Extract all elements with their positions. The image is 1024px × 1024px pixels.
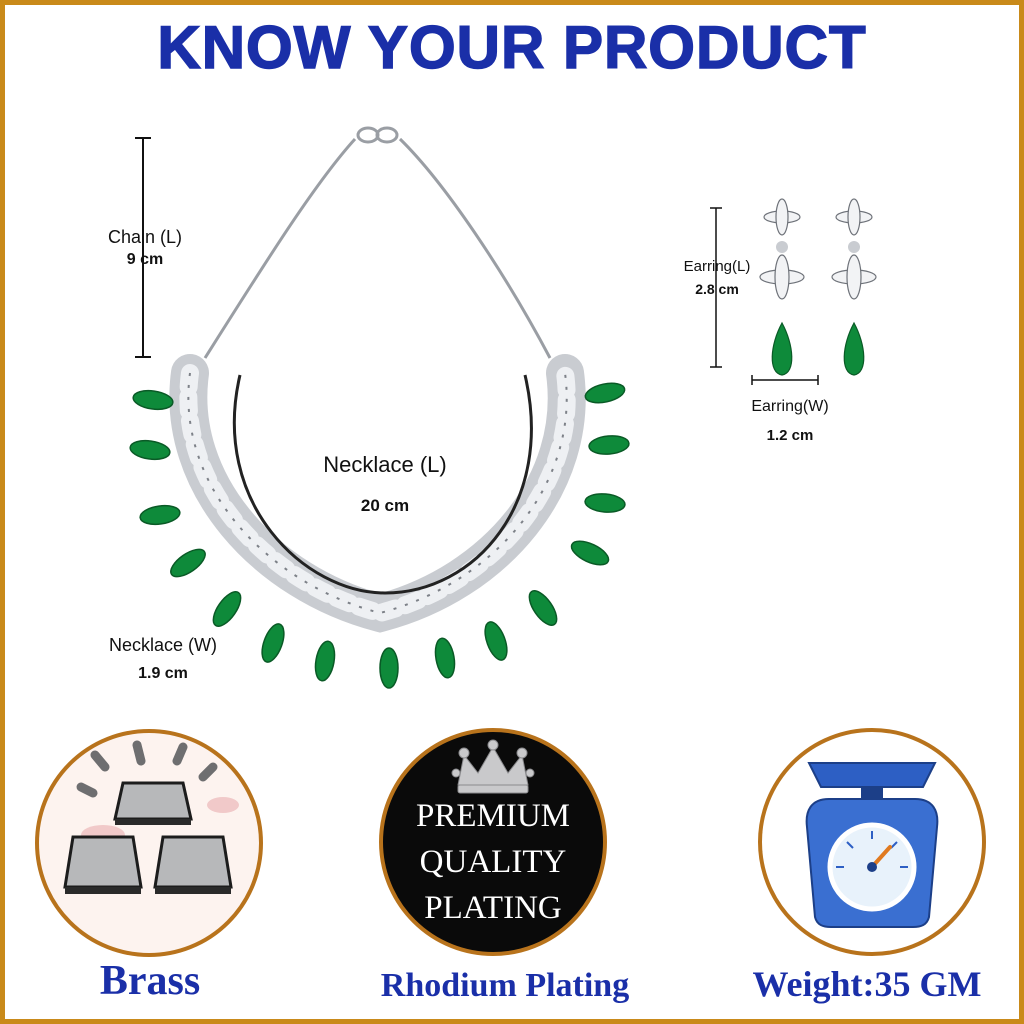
necklace-width-label: Necklace (W) xyxy=(108,635,217,655)
page-title: KNOW YOUR PRODUCT xyxy=(157,13,867,82)
earring-length-bracket xyxy=(710,207,722,368)
earrings-image xyxy=(759,198,877,376)
earring-length-value: 2.8 cm xyxy=(695,281,739,297)
necklace-length-label: Necklace (L) xyxy=(323,452,447,477)
weight-label: Weight:35 GM xyxy=(752,964,982,1004)
earring-width-label: Earring(W) xyxy=(751,398,829,415)
plating-label: Rhodium Plating xyxy=(380,967,630,1004)
material-label: Brass xyxy=(99,958,201,1004)
earring-width-bracket xyxy=(751,375,819,385)
chain-length-value: 9 cm xyxy=(126,251,164,268)
kitchen-scale-icon xyxy=(758,728,986,956)
badge-line-premium: PREMIUM xyxy=(415,798,571,834)
badge-line-plating: PLATING xyxy=(424,890,562,926)
brass-bars-icon xyxy=(35,729,263,957)
necklace-image xyxy=(129,126,630,689)
crown-icon xyxy=(379,728,607,956)
necklace-length-value: 20 cm xyxy=(360,496,410,515)
necklace-width-value: 1.9 cm xyxy=(138,665,188,682)
earring-width-value: 1.2 cm xyxy=(766,427,814,444)
chain-length-bracket xyxy=(135,137,151,358)
badge-line-quality: QUALITY xyxy=(419,844,567,880)
premium-badge-text: PREMIUM QUALITY PLATING xyxy=(378,793,608,931)
earring-length-label: Earring(L) xyxy=(683,258,751,275)
chain-length-label: Chain (L) xyxy=(107,227,183,247)
